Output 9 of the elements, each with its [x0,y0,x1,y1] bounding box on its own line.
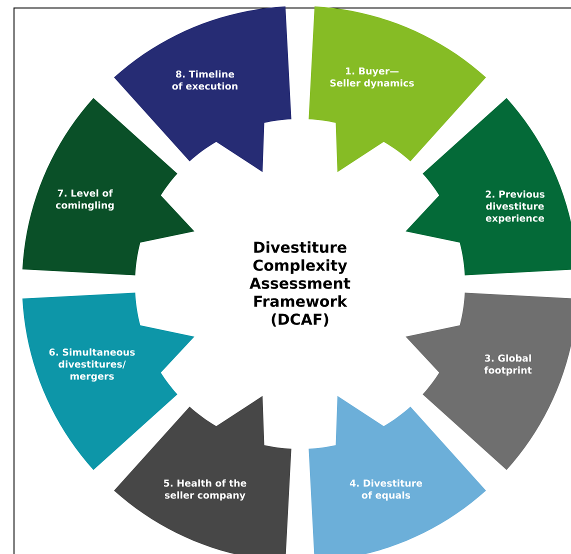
segment: 4. Divestiture of equals [308,396,486,554]
segment: 7. Level of comingling [22,98,194,276]
segment: 2. Previous divestiture experience [406,98,571,276]
segment: 5. Health of the seller company [114,396,292,554]
segment: 6. Simultaneous divestitures/ mergers [22,292,194,470]
center-title: Divestiture Complexity Assessment Framework (DCAF) [250,241,350,327]
segment: 1. Buyer—Seller dynamics [308,6,486,172]
segment: 3. Global footprint [406,292,571,470]
segment: 8. Timeline of execution [114,6,292,172]
